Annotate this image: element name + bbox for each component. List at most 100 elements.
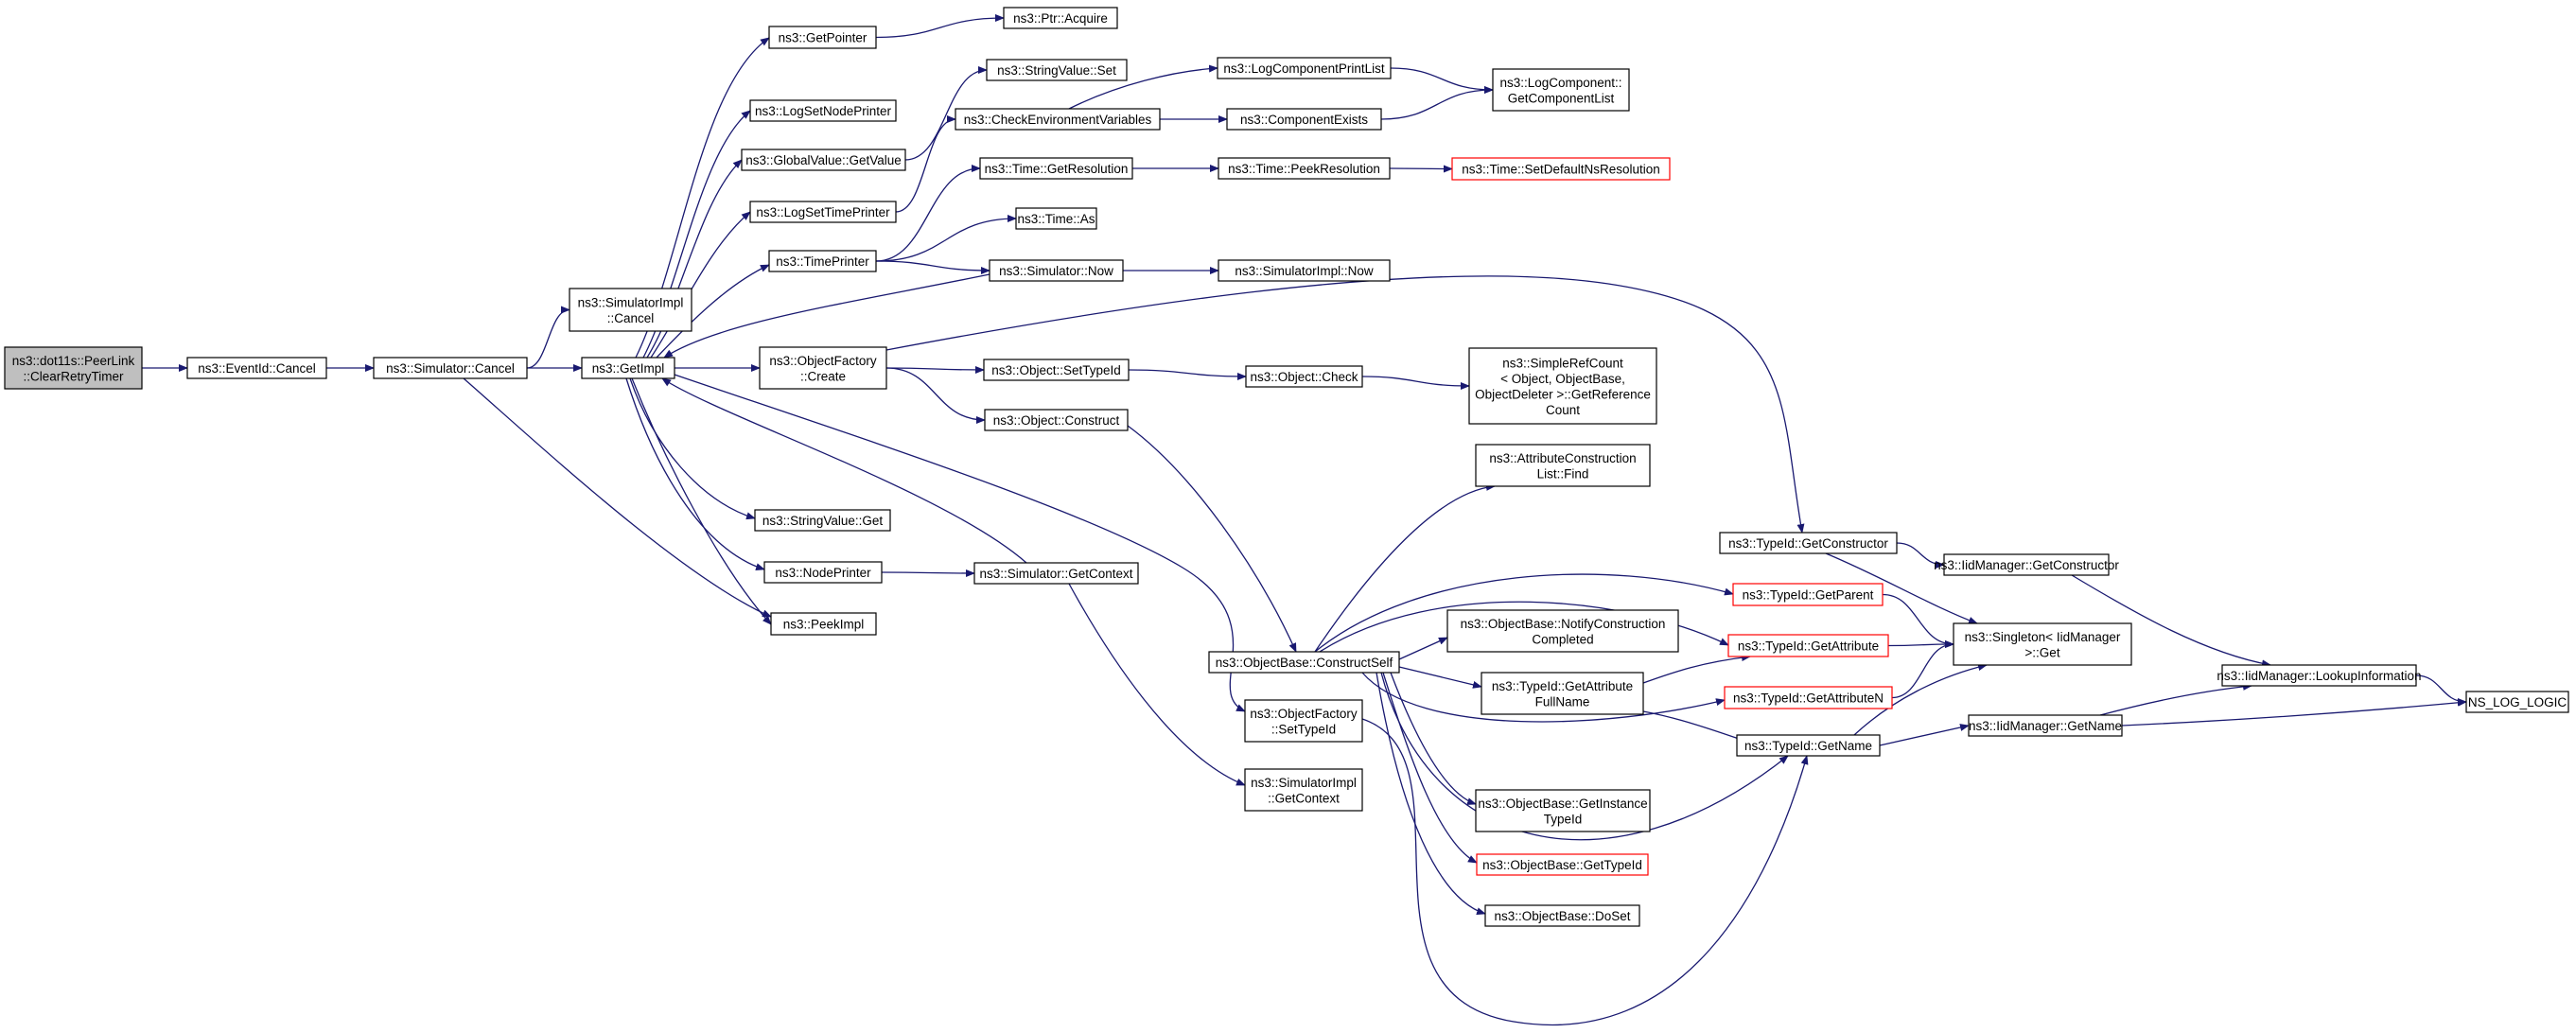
node-n43[interactable]: ns3::TypeId::GetAttributeN [1724, 686, 1893, 709]
node-box [1484, 904, 1640, 927]
node-box [1244, 699, 1363, 743]
node-n15[interactable]: ns3::StringValue::Set [986, 59, 1128, 81]
node-n6[interactable]: ns3::GetPointer [768, 26, 877, 49]
node-n40[interactable]: ns3::TypeId::GetConstructor [1719, 532, 1898, 554]
node-box [1732, 583, 1884, 606]
node-n33[interactable]: ns3::SimulatorImpl::GetContext [1244, 768, 1363, 812]
node-box [1446, 609, 1679, 653]
edge-n14-n22 [881, 569, 975, 577]
node-box [749, 201, 897, 223]
edge-n4-n5 [631, 377, 772, 625]
node-n20[interactable]: ns3::Object::SetTypeId [983, 359, 1130, 381]
node-box [1475, 444, 1651, 487]
node-label: ns3::TimePrinter [776, 254, 869, 269]
node-box [768, 26, 877, 49]
edge-n31-n36 [1398, 666, 1482, 689]
node-box [1244, 768, 1363, 812]
node-label: ::Create [800, 369, 846, 383]
node-label: ns3::TypeId::GetAttributeN [1733, 692, 1884, 706]
node-n46[interactable]: ns3::Singleton< IidManager >::Get [1953, 622, 2132, 666]
node-n26[interactable]: ns3::Time::PeekResolution [1218, 157, 1391, 180]
node-n45[interactable]: ns3::IidManager::GetConstructor [1934, 553, 2119, 576]
edge-n44-n46 [1853, 663, 1988, 736]
node-box [1475, 789, 1651, 832]
node-n29[interactable]: ns3::Object::Check [1245, 365, 1363, 388]
node-n19[interactable]: ns3::Simulator::Now [989, 259, 1124, 282]
node-n2[interactable]: ns3::Simulator::Cancel [373, 357, 528, 379]
node-n13[interactable]: ns3::StringValue::Get [754, 509, 891, 532]
node-n7[interactable]: ns3::Ptr::Acquire [1003, 7, 1118, 29]
edge-n44-n47 [1879, 724, 1970, 746]
node-n3[interactable]: ns3::SimulatorImpl::Cancel [569, 288, 692, 332]
node-n5[interactable]: ns3::PeekImpl [770, 612, 877, 636]
node-n27[interactable]: ns3::Time::SetDefaultNsResolution [1451, 157, 1671, 181]
node-label: < Object, ObjectBase, [1500, 372, 1625, 386]
node-n44[interactable]: ns3::TypeId::GetName [1736, 734, 1881, 757]
node-n1[interactable]: ns3::EventId::Cancel [186, 357, 327, 379]
node-n38[interactable]: ns3::ObjectBase::GetTypeId [1476, 853, 1649, 876]
node-n42[interactable]: ns3::TypeId::GetAttribute [1727, 634, 1889, 657]
node-label: ns3::LogSetNodePrinter [755, 104, 892, 118]
node-label: ns3::EventId::Cancel [198, 361, 316, 376]
node-n31[interactable]: ns3::ObjectBase::ConstructSelf [1208, 651, 1400, 674]
node-n30[interactable]: ns3::SimpleRefCount< Object, ObjectBase,… [1468, 347, 1657, 425]
node-n9[interactable]: ns3::GlobalValue::GetValue [741, 149, 906, 171]
node-n41[interactable]: ns3::TypeId::GetParent [1732, 583, 1884, 606]
node-box [1736, 734, 1881, 757]
node-label: TypeId [1544, 812, 1583, 826]
node-n39[interactable]: ns3::ObjectBase::DoSet [1484, 904, 1640, 927]
edge-n41-n46 [1882, 593, 1954, 648]
edge-n31-n35 [1398, 637, 1448, 660]
node-box [1217, 57, 1392, 79]
node-n32[interactable]: ns3::ObjectFactory::SetTypeId [1244, 699, 1363, 743]
edge-n40-n46 [1825, 552, 1978, 624]
node-label: ns3::Simulator::Cancel [386, 361, 515, 376]
node-n0[interactable]: ns3::dot11s::PeerLink::ClearRetryTimer [4, 346, 143, 390]
node-n8[interactable]: ns3::LogSetNodePrinter [749, 99, 897, 122]
node-n10[interactable]: ns3::LogSetTimePrinter [749, 201, 897, 223]
edge-n21-n31 [1127, 425, 1297, 653]
node-n23[interactable]: ns3::LogComponentPrintList [1217, 57, 1392, 79]
node-label: ns3::LogComponent:: [1499, 76, 1621, 90]
node-n22[interactable]: ns3::Simulator::GetContext [973, 562, 1139, 585]
node-n17[interactable]: ns3::Time::GetResolution [979, 157, 1133, 180]
node-n18[interactable]: ns3::Time::As [1015, 207, 1097, 230]
node-n14[interactable]: ns3::NodePrinter [763, 561, 883, 584]
node-n25[interactable]: ns3::LogComponent::GetComponentList [1492, 68, 1630, 112]
edge-n2-n5 [463, 377, 772, 618]
node-n49[interactable]: NS_LOG_LOGIC [2465, 691, 2569, 713]
node-box [4, 346, 143, 390]
node-box [1218, 259, 1391, 282]
node-n12[interactable]: ns3::ObjectFactory::Create [759, 346, 887, 390]
node-n4[interactable]: ns3::GetImpl [581, 357, 675, 379]
node-label: ns3::GlobalValue::GetValue [745, 153, 902, 167]
node-label: ns3::IidManager::LookupInformation [2217, 669, 2421, 683]
edge-n31-n43 [1361, 672, 1726, 723]
node-n47[interactable]: ns3::IidManager::GetName [1968, 714, 2123, 737]
node-n16[interactable]: ns3::CheckEnvironmentVariables [955, 108, 1161, 131]
edge-n36-n44 [1642, 710, 1751, 744]
node-box [983, 359, 1130, 381]
edge-n11-n17 [875, 165, 981, 262]
edge-n26-n27 [1389, 165, 1453, 173]
node-n48[interactable]: ns3::IidManager::LookupInformation [2217, 664, 2422, 687]
node-n11[interactable]: ns3::TimePrinter [768, 250, 877, 272]
edge-n11-n18 [875, 215, 1017, 262]
node-n21[interactable]: ns3::Object::Construct [984, 409, 1129, 431]
node-label: ::GetContext [1268, 791, 1340, 805]
node-box [984, 409, 1129, 431]
node-box [1727, 634, 1889, 657]
node-n28[interactable]: ns3::SimulatorImpl::Now [1218, 259, 1391, 282]
node-label: ns3::TypeId::GetParent [1743, 588, 1874, 603]
node-n35[interactable]: ns3::ObjectBase::NotifyConstructionCompl… [1446, 609, 1679, 653]
edge-n4-n11 [656, 264, 770, 359]
node-label: ns3::LogSetTimePrinter [756, 205, 890, 219]
node-label: ns3::ObjectBase::GetTypeId [1482, 858, 1642, 872]
node-n24[interactable]: ns3::ComponentExists [1226, 108, 1382, 131]
edge-n24-n25 [1380, 86, 1494, 120]
node-label: ns3::Object::Construct [993, 413, 1120, 428]
edge-n20-n29 [1128, 369, 1247, 380]
